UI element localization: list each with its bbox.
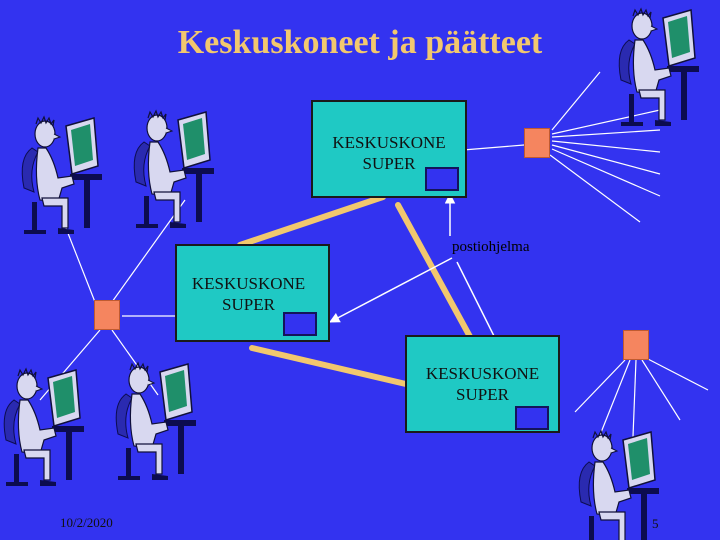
link-top-mid [237,194,386,248]
footer-page-number: 5 [652,516,659,531]
mainframe-bottom-port [515,406,549,430]
terminal-user-icon [21,116,103,235]
hub-icon [94,300,120,330]
mainframe-top [311,100,467,198]
mainframe-top-line2: SUPER [362,154,416,173]
terminal-user-icon [3,368,85,487]
mainframe-mid-line1: KESKUSKONE [191,274,306,293]
slide-title: Keskuskoneet ja päätteet [177,24,543,61]
terminal-user-icon [578,430,660,540]
link-top-bottom [395,202,483,358]
hub-icon [623,330,649,360]
mainframe-mid-label: KESKUSKONE SUPER [171,273,326,315]
terminal-user-icon [618,8,700,127]
hub-icon [524,128,550,158]
mainframe-bottom-label: KESKUSKONE SUPER [405,363,560,405]
footer-date: 10/2/2020 [60,515,113,530]
terminal-user-icon [133,110,215,229]
mainframe-bottom-line2: SUPER [456,385,509,404]
mainframe-top-line1: KESKUSKONE [332,133,446,152]
mainframe-top-port [425,167,459,191]
mainframe-mid-line2: SUPER [222,295,275,314]
link-mid-bottom [249,345,413,388]
mainframe-top-label: KESKUSKONE SUPER [311,132,467,174]
mail-arrow-left [329,257,453,323]
terminal-user-icon [115,362,197,481]
mainframe-mid-port [283,312,317,336]
mainframe-bottom-line1: KESKUSKONE [425,364,540,383]
mail-program-label: postiohjelma [452,239,530,255]
